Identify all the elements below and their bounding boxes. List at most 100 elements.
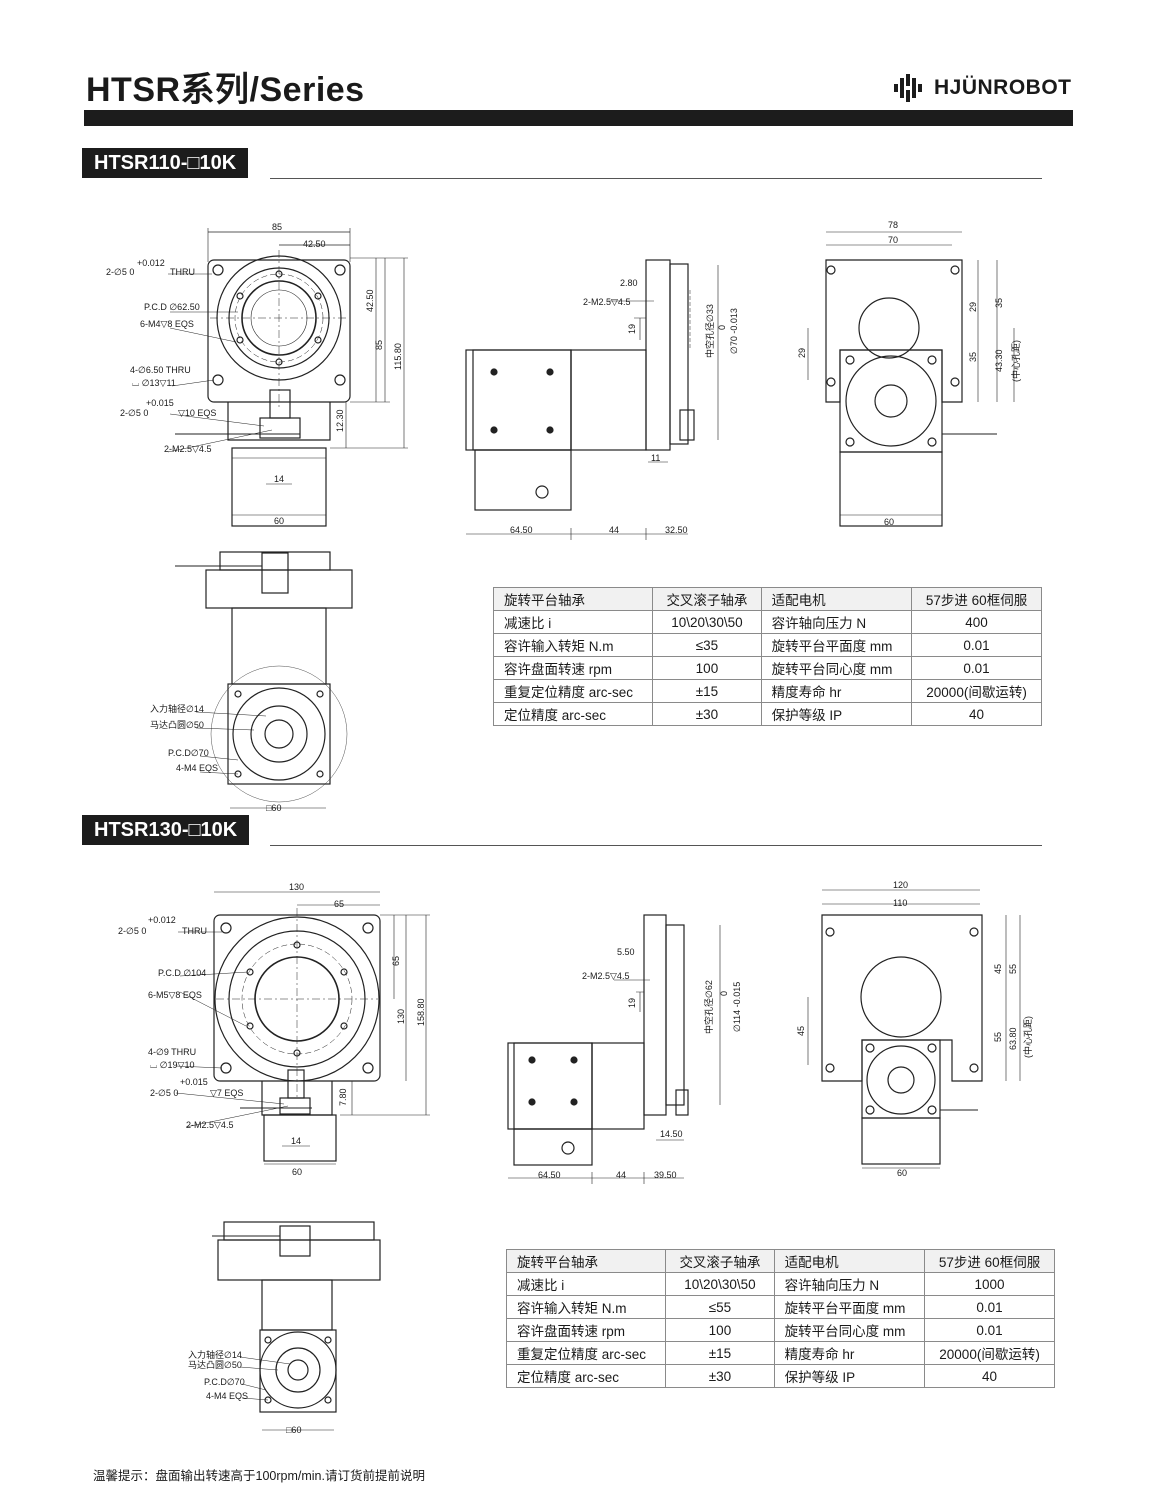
- spec-value: 10\20\30\50: [652, 610, 762, 634]
- dim-side-m25-130: 2-M2.5▽4.5: [582, 971, 629, 981]
- dim-v130: 130: [396, 1009, 406, 1024]
- dim-center-distance: (中心孔距): [1010, 340, 1021, 382]
- spec-label: 精度寿命 hr: [773, 1341, 926, 1365]
- section-rule: [270, 178, 1042, 179]
- side-view-drawing-110: 2.80 2-M2.5▽4.5 19 中空孔径∅33 0 ∅70 -0.013 …: [465, 259, 739, 540]
- dim-right-35a: 35: [994, 298, 1004, 308]
- section-tag-htsr130: HTSR130-□10K: [82, 815, 250, 845]
- dim-left-29: 29: [797, 348, 807, 358]
- dim-pin-tol-130: +0.015: [180, 1077, 208, 1087]
- dim-hollow: 中空孔径∅33: [704, 304, 715, 358]
- dim-v7-80: 7.80: [338, 1088, 348, 1106]
- spec-value: 0.01: [911, 633, 1042, 657]
- spec-label: 旋转平台平面度 mm: [760, 633, 913, 657]
- bottom-view-drawing-130: 入力轴径∅14 马达凸圆∅50 P.C.D∅70 4-M4 EQS □60: [188, 1221, 381, 1435]
- dim-hole-130: 4-∅9 THRU: [148, 1047, 196, 1057]
- dim-left-45: 45: [796, 1026, 806, 1036]
- spec-label: 适配电机: [760, 587, 913, 611]
- dim-14-50: 14.50: [660, 1129, 683, 1139]
- spec-label: 减速比 i: [492, 610, 654, 634]
- spec-value: 57步进 60框伺服: [924, 1249, 1055, 1273]
- dim-fit-0-130: 0: [719, 991, 729, 996]
- spec-value: 57步进 60框伺服: [911, 587, 1042, 611]
- dim-pin-130: 2-∅5 0: [150, 1088, 178, 1098]
- spec-label: 容许输入转矩 N.m: [492, 633, 654, 657]
- label-input-shaft-130: 入力轴径∅14: [188, 1349, 242, 1360]
- dim-v158-80: 158.80: [416, 998, 426, 1026]
- dim-19-130: 19: [627, 998, 637, 1008]
- spec-label: 保护等级 IP: [760, 702, 913, 726]
- dim-thru-tol: +0.012: [137, 258, 165, 268]
- dim-right-45: 45: [993, 964, 1003, 974]
- dim-thru-130: THRU: [182, 926, 207, 936]
- dim-63-80: 63.80: [1008, 1027, 1018, 1050]
- dim-2-80: 2.80: [620, 278, 638, 288]
- spec-label: 容许盘面转速 rpm: [505, 1318, 667, 1342]
- dim-14: 14: [274, 474, 284, 484]
- spec-label: 旋转平台平面度 mm: [773, 1295, 926, 1319]
- dim-v12-30: 12.30: [335, 409, 345, 432]
- dim-hole: 4-∅6.50 THRU: [130, 365, 191, 375]
- spec-value: 400: [911, 610, 1042, 634]
- spec-value: ±30: [665, 1364, 775, 1388]
- spec-label: 容许盘面转速 rpm: [492, 656, 654, 680]
- spec-value: ±15: [652, 679, 762, 703]
- dim-v42-50: 42.50: [365, 289, 375, 312]
- spec-value: ±15: [665, 1341, 775, 1365]
- dim-14-130: 14: [291, 1136, 301, 1146]
- label-motor-boss: 马达凸圆∅50: [150, 719, 204, 730]
- spec-value: 10\20\30\50: [665, 1272, 775, 1296]
- spec-value: ±30: [652, 702, 762, 726]
- dim-cbore: ⌴ ∅13▽11: [132, 378, 176, 388]
- spec-value: 40: [911, 702, 1042, 726]
- dim-5-50: 5.50: [617, 947, 635, 957]
- dim-65: 65: [334, 899, 344, 909]
- label-pcd70: P.C.D∅70: [168, 748, 209, 758]
- label-motor-boss-130: 马达凸圆∅50: [188, 1359, 242, 1370]
- spec-value: 0.01: [911, 656, 1042, 680]
- spec-value: 0.01: [924, 1318, 1055, 1342]
- dim-m25: 2-M2.5▽4.5: [164, 444, 211, 454]
- label-m4-eqs-130: 4-M4 EQS: [206, 1391, 248, 1401]
- dim-right-35b: 35: [968, 352, 978, 362]
- dim-130: 130: [289, 882, 304, 892]
- spec-label: 重复定位精度 arc-sec: [505, 1341, 667, 1365]
- spec-value: 20000(间歇运转): [924, 1341, 1055, 1365]
- dim-v85: 85: [374, 340, 384, 350]
- dim-32-50: 32.50: [665, 525, 688, 535]
- section-tag-htsr110: HTSR110-□10K: [82, 148, 249, 178]
- front-view-drawing-130: 130 65 +0.012 2-∅5 0 THRU P.C.D ∅104 6-M…: [118, 882, 430, 1177]
- spec-label: 定位精度 arc-sec: [492, 702, 654, 726]
- dim-pin-depth-130: ▽7 EQS: [210, 1088, 243, 1098]
- brand-name: HJÜNROBOT: [934, 76, 1072, 99]
- dim-v115-80: 115.80: [393, 343, 403, 370]
- dim-rear-60-130: 60: [897, 1168, 907, 1178]
- spec-label: 适配电机: [773, 1249, 926, 1273]
- dim-11: 11: [651, 453, 660, 463]
- dim-thru-pin-130: 2-∅5 0: [118, 926, 146, 936]
- spec-value: 100: [665, 1318, 775, 1342]
- spec-label: 旋转平台同心度 mm: [773, 1318, 926, 1342]
- dim-60: 60: [274, 516, 284, 526]
- spec-value: ≤35: [652, 633, 762, 657]
- dim-rear-60: 60: [884, 517, 894, 527]
- label-square-60-130: □60: [286, 1425, 301, 1435]
- dim-thru: THRU: [170, 267, 195, 277]
- spec-label: 重复定位精度 arc-sec: [492, 679, 654, 703]
- spec-label: 精度寿命 hr: [760, 679, 913, 703]
- dim-85: 85: [272, 222, 282, 232]
- front-view-drawing-110: 85 42.50 +0.012 2-∅5 0 THRU P.C.D ∅62.50…: [106, 222, 408, 527]
- spec-label: 定位精度 arc-sec: [505, 1364, 667, 1388]
- dim-hollow-62: 中空孔径∅62: [703, 980, 714, 1034]
- dim-cbore-130: ⌴ ∅19▽10: [150, 1060, 194, 1070]
